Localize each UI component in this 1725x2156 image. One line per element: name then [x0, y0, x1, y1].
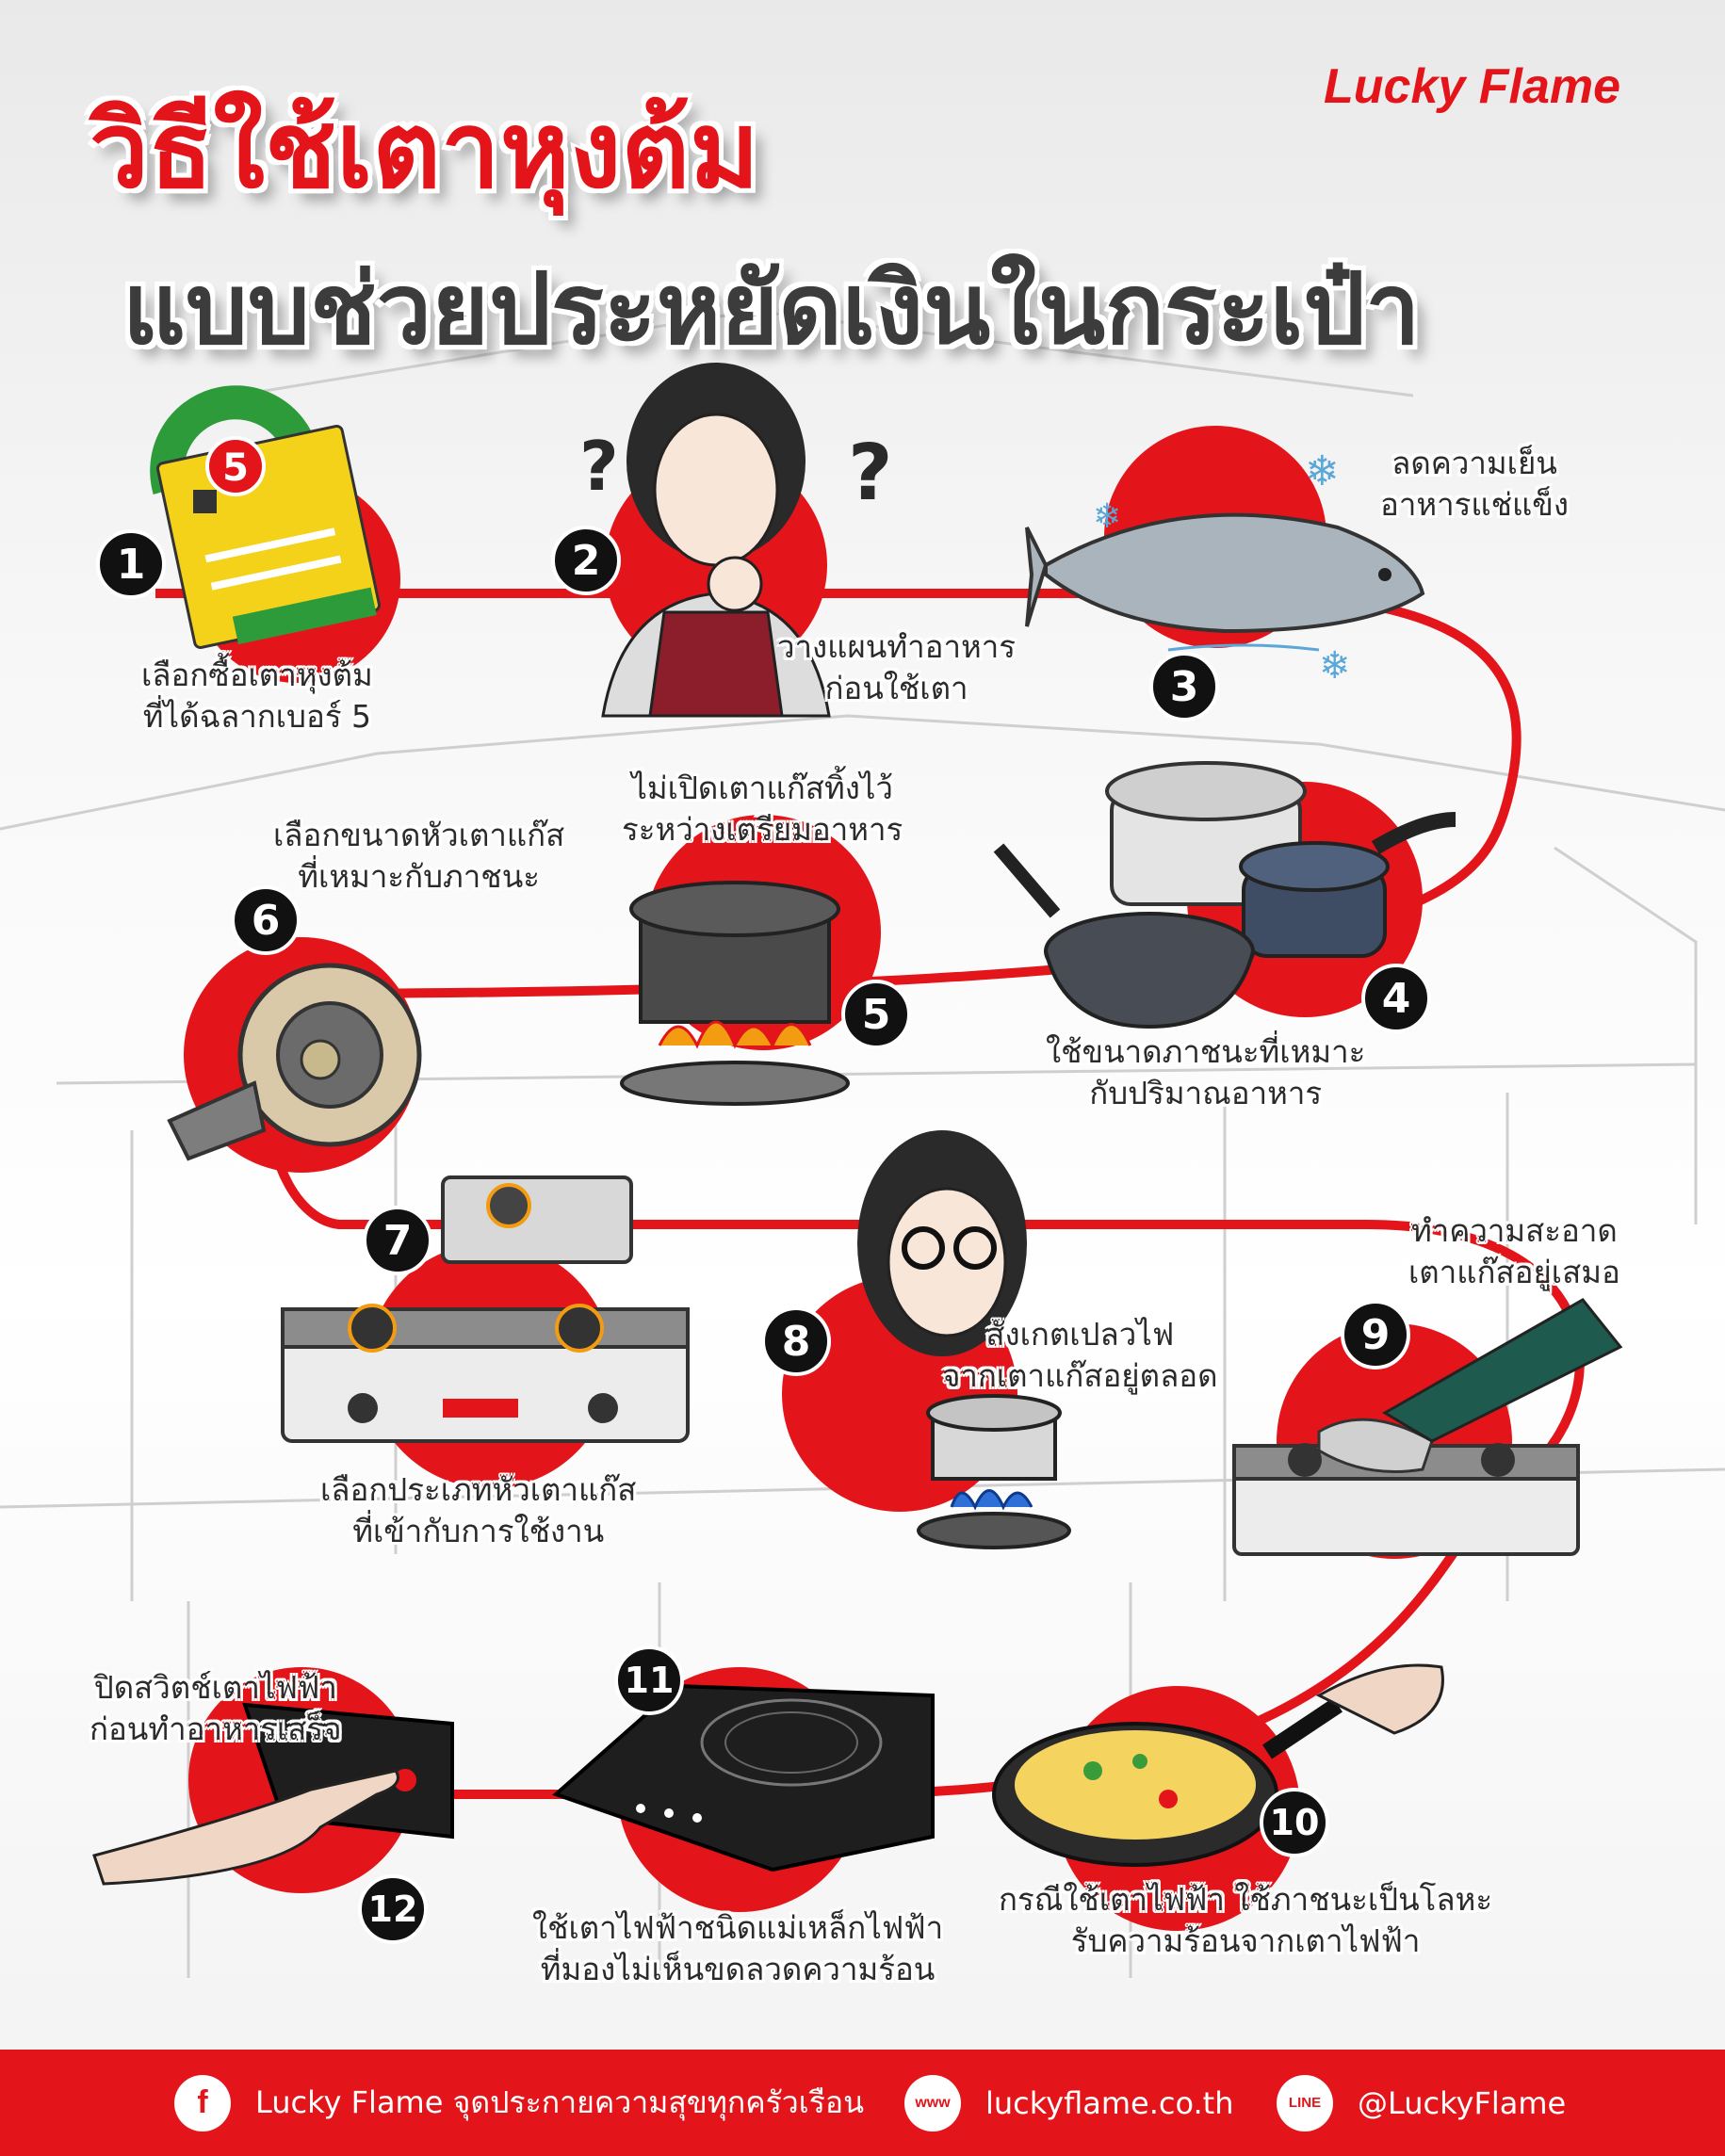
- step-10-badge: 10: [1260, 1788, 1329, 1857]
- pots-and-pans-illustration: [993, 761, 1456, 1029]
- svg-text:❄: ❄: [1305, 447, 1340, 495]
- step-12-line-2: ก่อนทำอาหารเสร็จ: [90, 1710, 342, 1747]
- step-1-line-2: ที่ได้ฉลากเบอร์ 5: [142, 698, 372, 735]
- step-4-line-1: ใช้ขนาดภาชนะที่เหมาะ: [1046, 1033, 1366, 1070]
- svg-text:❄: ❄: [1093, 497, 1121, 536]
- step-3-badge: 3: [1149, 652, 1219, 721]
- step-5-badge: 5: [841, 980, 911, 1049]
- frozen-fish-illustration: ❄ ❄ ❄: [1025, 447, 1425, 688]
- step-8-badge: 8: [761, 1306, 831, 1376]
- step-8-caption: สังเกตเปลวไฟ จากเตาแก๊สอยู่ตลอด: [942, 1314, 1218, 1397]
- step-10-line-1: กรณีใช้เตาไฟฟ้า ใช้ภาชนะเป็นโลหะ: [999, 1881, 1493, 1918]
- page-title-line1: วิธีใช้เตาหุงต้ม: [90, 89, 759, 212]
- step-4-caption: ใช้ขนาดภาชนะที่เหมาะ กับปริมาณอาหาร: [1046, 1031, 1365, 1114]
- footer-website[interactable]: www luckyflame.co.th: [904, 2050, 1234, 2156]
- burner-head-illustration: [167, 963, 422, 1161]
- step-3-line-1: ลดความเย็น: [1391, 445, 1557, 481]
- step-6-line-1: เลือกขนาดหัวเตาแก๊ส: [273, 817, 565, 853]
- step-9-badge: 9: [1341, 1300, 1410, 1370]
- step-11-caption: ใช้เตาไฟฟ้าชนิดแม่เหล็กไฟฟ้า ที่มองไม่เห…: [532, 1907, 943, 1990]
- svg-text:5: 5: [222, 446, 249, 490]
- step-2-line-2: ก่อนใช้เตา: [824, 670, 968, 706]
- step-8-line-2: จากเตาแก๊สอยู่ตลอด: [942, 1357, 1218, 1394]
- step-2-caption: วางแผนทำอาหาร ก่อนใช้เตา: [777, 626, 1016, 709]
- facebook-icon: f: [174, 2074, 231, 2132]
- step-6-caption: เลือกขนาดหัวเตาแก๊ส ที่เหมาะกับภาชนะ: [273, 815, 564, 898]
- step-1-badge: 1: [96, 529, 166, 599]
- svg-text:❄: ❄: [1319, 644, 1351, 688]
- step-7-badge: 7: [363, 1206, 432, 1275]
- line-account-text[interactable]: @LuckyFlame: [1358, 2084, 1567, 2121]
- step-12-line-1: ปิดสวิตช์เตาไฟฟ้า: [93, 1669, 337, 1706]
- line-icon: LINE: [1277, 2074, 1333, 2132]
- footer-line[interactable]: LINE @LuckyFlame: [1277, 2050, 1566, 2156]
- step-9-caption: ทำความสะอาด เตาแก๊สอยู่เสมอ: [1408, 1210, 1620, 1293]
- step-1-caption: เลือกซื้อเตาหุงต้ม ที่ได้ฉลากเบอร์ 5: [141, 655, 373, 738]
- step-11-badge: 11: [614, 1645, 684, 1715]
- step-5-line-2: ระหว่างเตรียมอาหาร: [622, 811, 903, 848]
- woman-glasses-illustration: [857, 1130, 1071, 1549]
- step-12-caption: ปิดสวิตช์เตาไฟฟ้า ก่อนทำอาหารเสร็จ: [90, 1667, 341, 1750]
- cleaning-stove-illustration: [1232, 1298, 1623, 1556]
- pot-on-flame-illustration: [620, 881, 850, 1106]
- svg-text:?: ?: [579, 427, 619, 506]
- step-4-badge: 4: [1361, 964, 1431, 1033]
- step-7-caption: เลือกประเภทหัวเตาแก๊ส ที่เข้ากับการใช้งา…: [320, 1469, 636, 1552]
- step-11-line-2: ที่มองไม่เห็นขดลวดความร้อน: [540, 1951, 936, 1987]
- energy-label-illustration: 5: [150, 385, 381, 649]
- step-7-line-2: ที่เข้ากับการใช้งาน: [352, 1513, 605, 1549]
- footer-bar: f Lucky Flame จุดประกายความสุขทุกครัวเรื…: [0, 2050, 1725, 2156]
- step-12-badge: 12: [358, 1874, 428, 1944]
- step-7-line-1: เลือกประเภทหัวเตาแก๊ส: [320, 1471, 637, 1508]
- footer-facebook[interactable]: f Lucky Flame จุดประกายความสุขทุกครัวเรื…: [174, 2050, 864, 2156]
- gas-stoves-illustration: [281, 1175, 690, 1443]
- step-2-line-1: วางแผนทำอาหาร: [777, 628, 1016, 665]
- step-6-badge: 6: [231, 885, 301, 955]
- www-globe-icon: www: [904, 2074, 961, 2132]
- step-9-line-1: ทำความสะอาด: [1410, 1212, 1618, 1249]
- svg-text:?: ?: [848, 429, 893, 518]
- brand-logo: Lucky Flame: [1324, 59, 1621, 114]
- step-1-line-1: เลือกซื้อเตาหุงต้ม: [141, 657, 373, 693]
- step-8-line-1: สังเกตเปลวไฟ: [985, 1316, 1175, 1353]
- step-3-line-2: อาหารแช่แข็ง: [1380, 486, 1569, 523]
- step-10-line-2: รับความร้อนจากเตาไฟฟ้า: [1070, 1922, 1421, 1959]
- step-6-line-2: ที่เหมาะกับภาชนะ: [298, 858, 540, 895]
- step-5-caption: ไม่เปิดเตาแก๊สทิ้งไว้ ระหว่างเตรียมอาหาร: [622, 768, 903, 851]
- step-11-line-1: ใช้เตาไฟฟ้าชนิดแม่เหล็กไฟฟ้า: [532, 1909, 944, 1946]
- website-link-text[interactable]: luckyflame.co.th: [985, 2084, 1234, 2121]
- page-title-line2: แบบช่วยประหยัดเงินในกระเป๋า: [122, 251, 1421, 366]
- step-10-caption: กรณีใช้เตาไฟฟ้า ใช้ภาชนะเป็นโลหะ รับความ…: [999, 1879, 1492, 1962]
- induction-cooker-illustration: [552, 1683, 935, 1872]
- switch-finger-illustration: [92, 1702, 454, 1886]
- step-5-line-1: ไม่เปิดเตาแก๊สทิ้งไว้: [631, 770, 893, 806]
- woman-thinking-illustration: ? ?: [579, 363, 893, 718]
- step-9-line-2: เตาแก๊สอยู่เสมอ: [1408, 1254, 1620, 1290]
- step-2-badge: 2: [551, 526, 621, 595]
- step-4-line-2: กับปริมาณอาหาร: [1089, 1075, 1323, 1111]
- facebook-link-text[interactable]: Lucky Flame จุดประกายความสุขทุกครัวเรือน: [255, 2084, 864, 2120]
- step-3-caption: ลดความเย็น อาหารแช่แข็ง: [1380, 443, 1569, 526]
